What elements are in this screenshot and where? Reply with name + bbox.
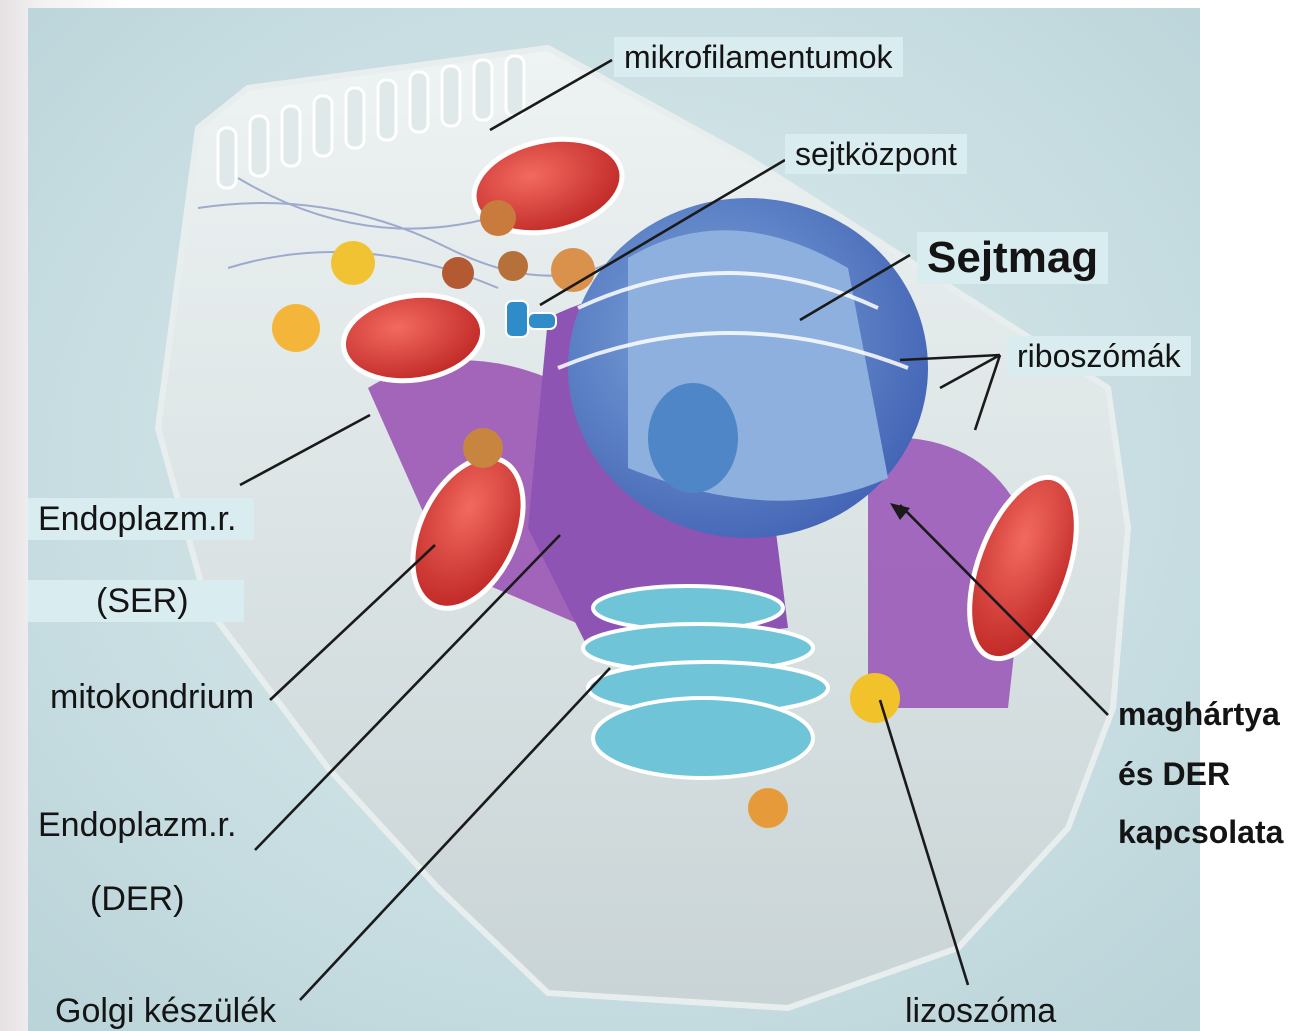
label-mitochondrion: mitokondrium [50, 680, 254, 714]
leader-ribosomes-a [900, 355, 1000, 360]
label-lysosome: lizoszóma [905, 994, 1056, 1028]
leader-mitochondrion [270, 545, 435, 700]
label-microfilaments: mikrofilamentumok [614, 37, 903, 77]
label-ribosomes: riboszómák [1007, 336, 1191, 376]
label-membrane-line2: és DER [1118, 758, 1230, 790]
label-ser-line1: Endoplazm.r. [28, 498, 254, 540]
label-der-line2: (DER) [90, 882, 184, 916]
label-membrane-line3: kapcsolata [1118, 816, 1283, 848]
label-ser-line2: (SER) [28, 580, 244, 622]
leader-nuclear-membrane [900, 505, 1108, 715]
label-centrosome: sejtközpont [785, 134, 967, 174]
label-golgi: Golgi készülék [55, 994, 276, 1028]
leader-arrowhead [890, 503, 910, 520]
leader-golgi [300, 668, 610, 1000]
leader-ser [240, 415, 370, 485]
label-der-line1: Endoplazm.r. [38, 808, 236, 842]
leader-centrosome [540, 160, 785, 305]
leader-lysosome [880, 700, 968, 985]
label-membrane-line1: maghártya [1118, 698, 1280, 730]
label-nucleus: Sejtmag [917, 232, 1108, 284]
leader-microfilaments [490, 60, 612, 130]
leader-nucleus [800, 255, 910, 320]
leader-der [255, 535, 560, 850]
